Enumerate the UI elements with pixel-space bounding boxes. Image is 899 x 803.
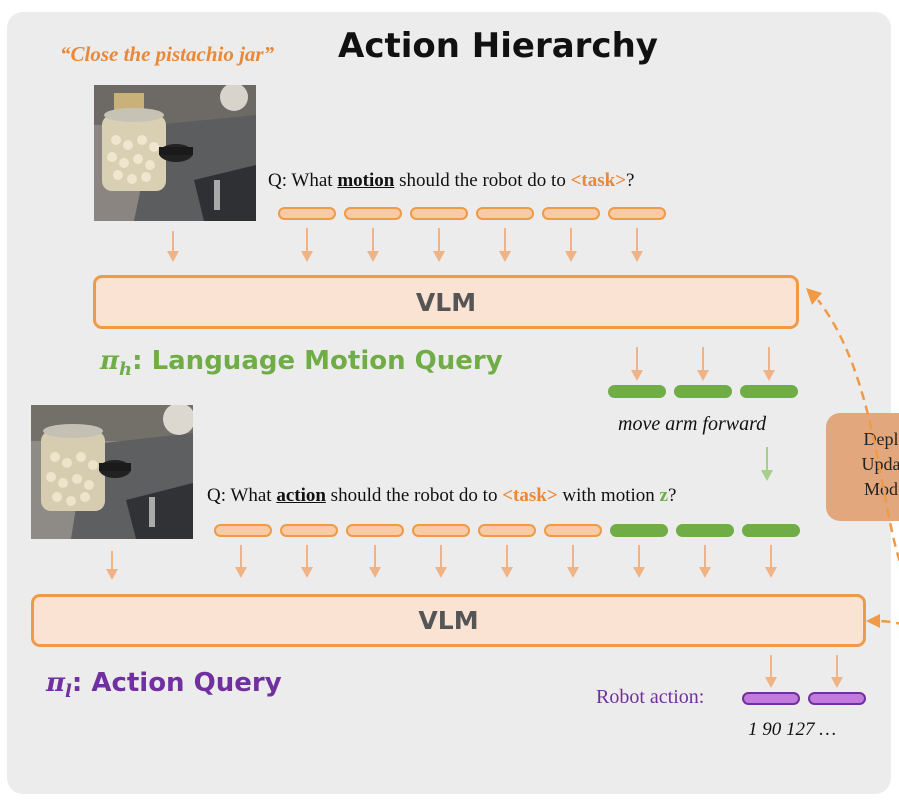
query-prefix: Q: What xyxy=(268,170,338,191)
arrow-token-high-5-head xyxy=(565,251,577,262)
task-instruction: “Close the pistachio jar” xyxy=(60,42,275,66)
policy-name: : Language Motion Query xyxy=(132,346,503,376)
query-token-high-1 xyxy=(278,207,336,220)
query-suffix: ? xyxy=(626,170,635,191)
feedback-arrow-low xyxy=(877,619,899,625)
arrow-token-low-8-head xyxy=(699,567,711,578)
motion-token-low-3 xyxy=(742,524,800,537)
query-suffix: ? xyxy=(667,485,677,506)
query-prefix: Q: What xyxy=(207,485,277,506)
arrow-token-low-7-head xyxy=(633,567,645,578)
query-token-high-2 xyxy=(344,207,402,220)
action-token-1 xyxy=(742,692,800,705)
scene-image-top xyxy=(94,85,256,221)
arrow-motion-to-query-head xyxy=(761,470,773,481)
feedback-arrow-high xyxy=(817,299,899,563)
arrow-token-low-1-head xyxy=(235,567,247,578)
query-token-high-4 xyxy=(476,207,534,220)
query-token-low-3 xyxy=(346,524,404,537)
policy-symbol: π xyxy=(46,668,66,698)
feedback-arrow-high-head xyxy=(806,288,822,305)
policy-subscript: l xyxy=(65,681,72,703)
arrow-motion-out-2-head xyxy=(697,370,709,381)
arrow-token-low-2-head xyxy=(301,567,313,578)
arrow-token-low-3-head xyxy=(369,567,381,578)
deploy-line-2: Upda xyxy=(861,454,899,474)
query-keyword-motion: motion xyxy=(337,170,395,191)
action-token-2 xyxy=(808,692,866,705)
task-token: <task> xyxy=(570,170,627,191)
arrow-image-bottom-head xyxy=(106,569,118,580)
deploy-line-3: Mod xyxy=(863,479,898,499)
high-level-policy-label: πh: Language Motion Query xyxy=(100,346,503,380)
vlm-high-level: VLM xyxy=(93,275,799,329)
query-token-low-4 xyxy=(412,524,470,537)
motion-output-text: move arm forward xyxy=(618,413,767,435)
query-token-low-2 xyxy=(280,524,338,537)
query-token-low-6 xyxy=(544,524,602,537)
motion-token-1 xyxy=(608,385,666,398)
arrow-action-out-2-head xyxy=(831,677,843,688)
arrow-token-high-6-head xyxy=(631,251,643,262)
arrow-token-high-4-head xyxy=(499,251,511,262)
query-token-low-1 xyxy=(214,524,272,537)
arrow-token-low-4-head xyxy=(435,567,447,578)
scene-image-bottom xyxy=(31,405,193,539)
query-token-high-3 xyxy=(410,207,468,220)
task-token: <task> xyxy=(502,485,558,506)
arrow-motion-out-1-head xyxy=(631,370,643,381)
arrow-action-out-1-head xyxy=(765,677,777,688)
motion-query: Q: What motion should the robot do to <t… xyxy=(268,170,634,192)
robot-action-values: 1 90 127 … xyxy=(748,719,837,740)
query-token-high-5 xyxy=(542,207,600,220)
query-mid: should the robot do to xyxy=(325,485,503,506)
motion-token-3 xyxy=(740,385,798,398)
deploy-update-model-box: Depl Upda Mod xyxy=(826,413,899,521)
action-query: Q: What action should the robot do to <t… xyxy=(207,485,676,507)
arrow-token-low-5-head xyxy=(501,567,513,578)
query-token-low-5 xyxy=(478,524,536,537)
deploy-line-1: Depl xyxy=(863,429,899,449)
low-level-policy-label: πl: Action Query xyxy=(46,668,282,702)
query-token-high-6 xyxy=(608,207,666,220)
arrow-token-high-1-head xyxy=(301,251,313,262)
motion-token-low-1 xyxy=(610,524,668,537)
motion-token-2 xyxy=(674,385,732,398)
arrow-token-low-9-head xyxy=(765,567,777,578)
motion-variable: z xyxy=(659,485,668,506)
query-keyword-action: action xyxy=(276,485,326,506)
policy-name: : Action Query xyxy=(71,668,282,698)
arrow-image-top-head xyxy=(167,251,179,262)
diagram-title: Action Hierarchy xyxy=(338,26,658,66)
query-mid2: with motion xyxy=(557,485,660,506)
arrow-token-high-3-head xyxy=(433,251,445,262)
query-mid: should the robot do to xyxy=(394,170,571,191)
arrow-motion-out-3-head xyxy=(763,370,775,381)
vlm-low-level: VLM xyxy=(31,594,866,647)
policy-subscript: h xyxy=(119,359,133,381)
robot-action-label: Robot action: xyxy=(596,686,705,708)
arrow-token-low-6-head xyxy=(567,567,579,578)
arrow-token-high-2-head xyxy=(367,251,379,262)
motion-token-low-2 xyxy=(676,524,734,537)
policy-symbol: π xyxy=(100,346,120,376)
deploy-box-text: Depl Upda Mod xyxy=(826,427,899,502)
feedback-arrow-low-head xyxy=(866,614,880,628)
